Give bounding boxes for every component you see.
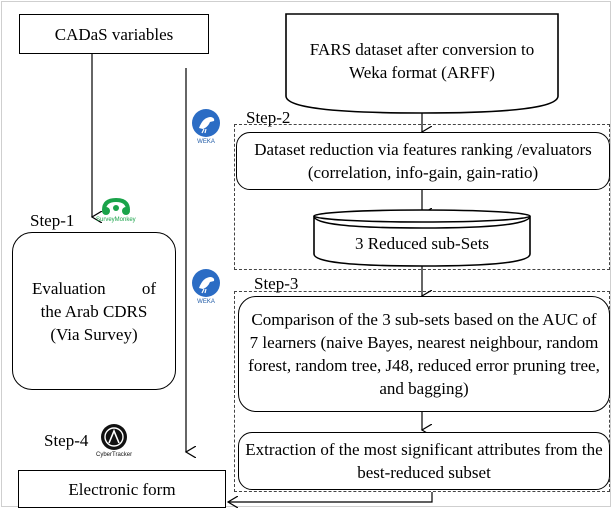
weka-caption-1: WEKA: [197, 139, 215, 145]
evaluation-line1: Evaluation of: [31, 278, 157, 298]
evaluation-line3: (Via Survey): [50, 324, 138, 344]
surveymonkey-logo: SurveyMonkey: [96, 196, 136, 223]
electronic-form-box: Electronic form: [18, 470, 226, 508]
arrow-extraction-to-electronic-form: [228, 492, 433, 502]
evaluation-box: Evaluation of the Arab CDRS (Via Survey): [12, 232, 176, 390]
cybertracker-icon: [101, 424, 128, 450]
weka-bird-icon: [192, 109, 220, 137]
dataset-reduction-box: Dataset reduction via features ranking /…: [236, 132, 610, 190]
weka-logo-step3: WEKA: [191, 268, 221, 305]
extraction-label: Extraction of the most significant attri…: [245, 440, 603, 482]
weka-logo-step2: WEKA: [191, 108, 221, 145]
evaluation-line2: the Arab CDRS: [40, 301, 148, 321]
step3-label: Step-3: [254, 274, 299, 293]
weka-caption-2: WEKA: [197, 299, 215, 305]
cadas-variables-box: CADaS variables: [19, 14, 209, 54]
cybertracker-logo: CyberTracker: [96, 423, 132, 458]
reduced-subsets-label: 3 Reduced sub-Sets: [354, 233, 490, 253]
comparison-label: Comparison of the 3 sub-sets based on th…: [248, 310, 600, 398]
weka-bird-icon: [192, 269, 220, 297]
cadas-variables-label: CADaS variables: [54, 24, 174, 44]
dataset-reduction-label: Dataset reduction via features ranking /…: [254, 140, 592, 182]
step4-label: Step-4: [44, 431, 89, 450]
extraction-box: Extraction of the most significant attri…: [238, 432, 610, 490]
step1-label: Step-1: [30, 211, 75, 230]
fars-dataset-box: FARS dataset after conversion to Weka fo…: [292, 20, 552, 102]
surveymonkey-icon: [101, 197, 130, 215]
fars-dataset-label: FARS dataset after conversion to Weka fo…: [309, 40, 535, 82]
cybertracker-caption: CyberTracker: [96, 452, 133, 458]
step2-label: Step-2: [246, 108, 291, 127]
electronic-form-label: Electronic form: [68, 479, 176, 499]
comparison-box: Comparison of the 3 sub-sets based on th…: [238, 296, 610, 412]
surveymonkey-caption: SurveyMonkey: [96, 217, 136, 223]
reduced-subsets-box: 3 Reduced sub-Sets: [314, 226, 530, 260]
